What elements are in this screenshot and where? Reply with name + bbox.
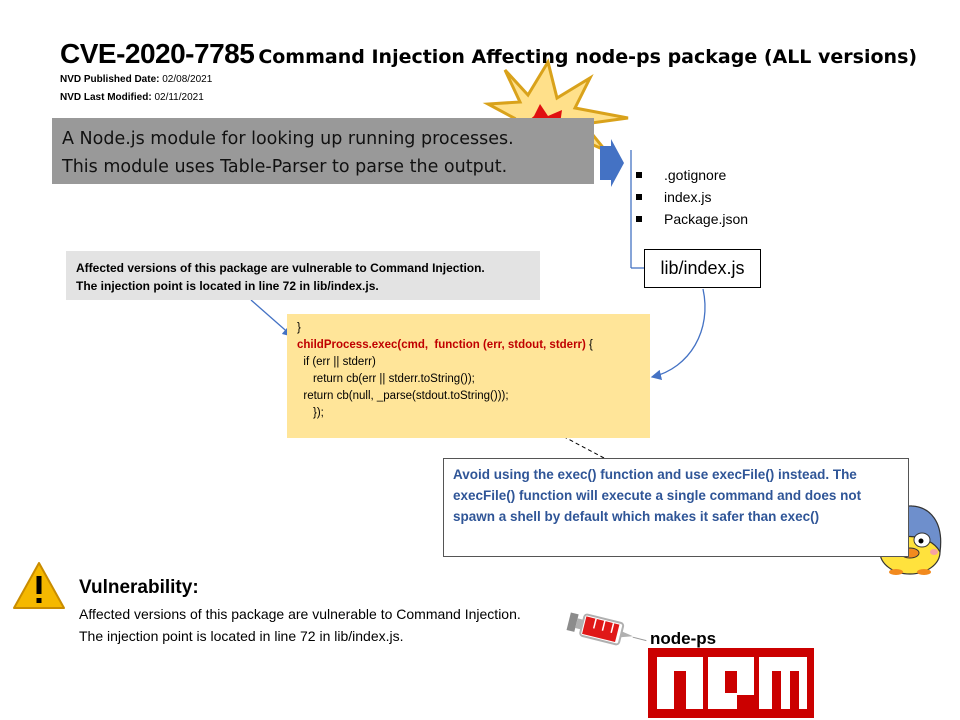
module-description: A Node.js module for looking up running …	[52, 118, 594, 184]
vulnerability-title: Vulnerability:	[79, 577, 199, 598]
affected-versions-box: Affected versions of this package are vu…	[66, 251, 540, 300]
code-snippet: } childProcess.exec(cmd, function (err, …	[287, 314, 650, 438]
affected-to-code-arrow	[250, 299, 293, 337]
right-arrow-icon	[600, 139, 624, 187]
description-line-2: This module uses Table-Parser to parse t…	[62, 157, 508, 177]
code-line-2: childProcess.exec(cmd, function (err, st…	[297, 337, 640, 354]
file-item: index.js	[636, 186, 748, 208]
published-label: NVD Published Date:	[60, 74, 160, 85]
package-name: node-ps	[650, 629, 717, 648]
cve-id: CVE-2020-7785	[60, 38, 255, 69]
published-value: 02/08/2021	[159, 74, 213, 85]
syringe-icon	[566, 612, 647, 646]
modified-date: NVD Last Modified: 02/11/2021	[60, 92, 204, 103]
code-line-5: return cb(null, _parse(stdout.toString()…	[297, 390, 509, 402]
modified-value: 02/11/2021	[151, 92, 204, 103]
description-line-1: A Node.js module for looking up running …	[62, 129, 514, 149]
file-item: .gotignore	[636, 164, 748, 186]
lib-index-box: lib/index.js	[644, 249, 761, 288]
code-line-4: return cb(err || stderr.toString());	[297, 373, 475, 385]
mitigation-advice: Avoid using the exec() function and use …	[443, 458, 909, 557]
vulnerability-line-2: The injection point is located in line 7…	[79, 628, 404, 644]
code-line-2-rest: {	[585, 339, 593, 351]
code-line-1: }	[297, 322, 301, 334]
warning-icon	[13, 562, 65, 609]
affected-line-1: Affected versions of this package are vu…	[76, 261, 485, 275]
affected-line-2: The injection point is located in line 7…	[76, 279, 379, 293]
modified-label: NVD Last Modified:	[60, 92, 152, 103]
file-list: .gotignore index.js Package.json	[636, 164, 748, 230]
file-item: Package.json	[636, 208, 748, 230]
published-date: NVD Published Date: 02/08/2021	[60, 74, 212, 85]
code-line-3: if (err || stderr)	[297, 356, 376, 368]
cve-description: Command Injection Affecting node-ps pack…	[258, 46, 918, 68]
exec-call: childProcess.exec(cmd, function (err, st…	[297, 339, 586, 351]
code-line-6: });	[297, 407, 324, 419]
npm-logo	[648, 648, 814, 718]
vulnerability-line-1: Affected versions of this package are vu…	[79, 606, 521, 622]
lib-to-code-arrow	[650, 288, 706, 380]
